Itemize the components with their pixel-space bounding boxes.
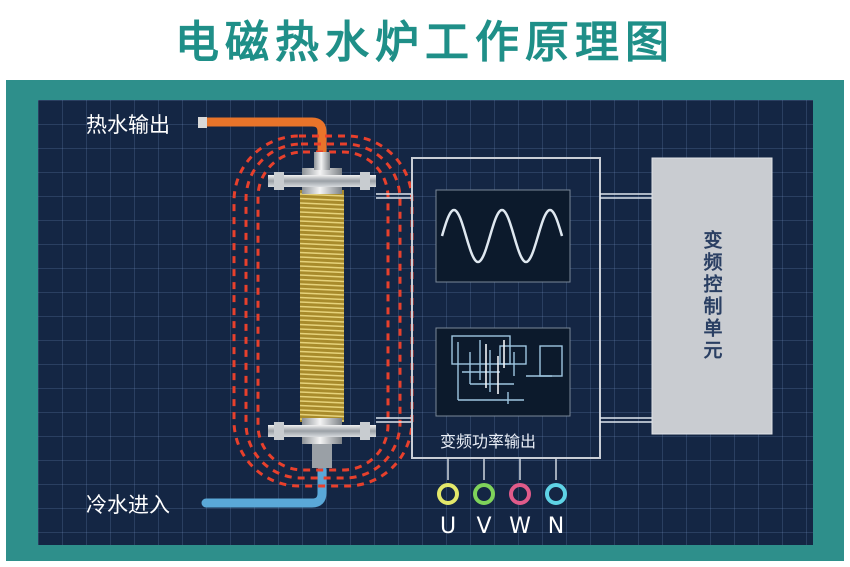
coil-turn	[299, 296, 345, 301]
page-title: 电磁热水炉工作原理图	[175, 17, 675, 68]
control-wires	[600, 193, 652, 423]
coil-turn	[299, 413, 345, 418]
hot-water-pipe	[199, 117, 327, 163]
circuit-drawing	[451, 335, 563, 404]
coil-turn	[299, 409, 345, 413]
coil-turn	[299, 215, 345, 220]
coil-turn	[299, 197, 345, 202]
coil-turn	[299, 319, 345, 323]
coil-turn	[299, 346, 345, 350]
hot-pipe-cap	[198, 117, 207, 128]
coil-turn	[299, 350, 345, 355]
cold-water-label: 冷水进入	[86, 493, 170, 517]
coil-turn	[299, 247, 345, 251]
control-unit-label-box: 变频控制单元	[652, 158, 772, 434]
control-unit-label: 变频控制单元	[700, 230, 723, 362]
power-output-box	[411, 157, 601, 459]
coil-turn	[299, 337, 345, 341]
coil-turn	[299, 391, 345, 395]
terminal-ring-v	[473, 483, 495, 505]
coil-turn	[299, 206, 345, 211]
coil-turn	[299, 359, 345, 364]
coil-turn	[299, 287, 345, 292]
coil-turn	[299, 202, 345, 206]
coil-turn	[299, 395, 345, 400]
bottom-bracket	[268, 425, 376, 437]
coil-turn	[299, 283, 345, 287]
coil-turn	[299, 364, 345, 368]
coil-wires	[376, 193, 412, 423]
terminal-ring-n	[545, 483, 567, 505]
coil-turn	[299, 233, 345, 238]
top-nozzle	[314, 152, 330, 170]
coil-turn	[299, 251, 345, 256]
coil-turn	[299, 355, 345, 359]
circuit-screen	[435, 327, 571, 417]
coil-turn	[299, 278, 345, 283]
coil-turn	[299, 274, 345, 278]
terminal-leads	[447, 458, 557, 480]
sine-wave	[440, 208, 564, 264]
control-unit-box	[651, 157, 773, 435]
coil-turn	[299, 332, 345, 337]
coil-turn	[299, 341, 345, 346]
coil-turn	[299, 224, 345, 229]
coil-turn	[299, 211, 345, 215]
coil-turn	[299, 323, 345, 328]
coil-turn	[299, 386, 345, 391]
coil-turn	[299, 310, 345, 314]
coil-turn	[299, 314, 345, 319]
coil-turn	[299, 305, 345, 310]
coil-turn	[299, 238, 345, 242]
cold-water-pipe	[201, 465, 327, 508]
coil-turn	[299, 382, 345, 386]
coil-turn	[299, 368, 345, 373]
coil-turn	[299, 256, 345, 260]
coil-turn	[299, 301, 345, 305]
coil-turn	[299, 373, 345, 377]
coil-turn	[299, 404, 345, 409]
coil-turn	[299, 260, 345, 265]
terminal-ring-w	[509, 483, 531, 505]
coil-turn	[299, 377, 345, 382]
coil-turn	[299, 328, 345, 332]
coil-turn	[299, 292, 345, 296]
circuit-highlight	[485, 340, 505, 394]
terminal-label-w: W	[509, 514, 531, 539]
power-output-label: 变频功率输出	[440, 432, 537, 451]
hot-water-label: 热水输出	[86, 113, 170, 137]
coil-turn	[299, 229, 345, 233]
coil-turn	[299, 242, 345, 247]
oscilloscope-screen	[435, 189, 571, 283]
coil-turn	[299, 193, 345, 197]
coil-turn	[299, 400, 345, 404]
top-bracket	[268, 175, 376, 187]
coil-turn	[299, 265, 345, 269]
bottom-nozzle	[312, 444, 332, 468]
coil-turn	[299, 220, 345, 224]
terminal-label-u: U	[439, 514, 457, 539]
coil-turn	[299, 269, 345, 274]
terminal-label-n: N	[547, 514, 565, 539]
terminal-label-v: V	[476, 514, 492, 539]
terminal-ring-u	[437, 483, 459, 505]
